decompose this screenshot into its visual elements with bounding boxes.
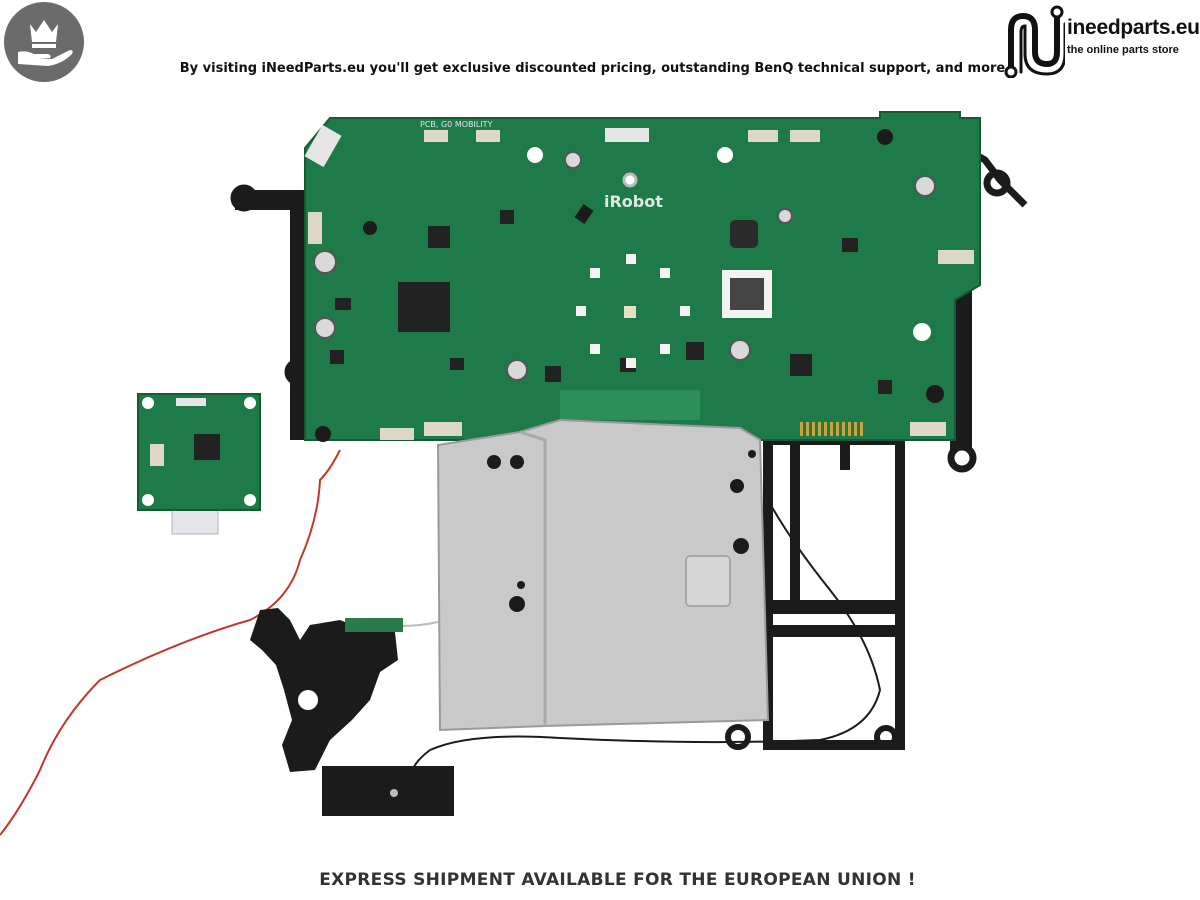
crown-badge	[4, 2, 84, 82]
shipping-banner: EXPRESS SHIPMENT AVAILABLE FOR THE EUROP…	[319, 870, 916, 890]
crown-hand-icon	[18, 20, 73, 66]
product-photo: iRobot PCB, G0 MOBILITY	[0, 111, 1028, 836]
pcb-brand-label: iRobot	[604, 192, 663, 211]
logo-subtitle: the online parts store	[1067, 44, 1179, 56]
antenna-cable	[409, 499, 882, 781]
brand-logo[interactable]: ineedparts.eu the online parts store	[1003, 4, 1200, 78]
circuit-n-icon	[1004, 5, 1065, 78]
promo-tagline: By visiting iNeedParts.eu you'll get exc…	[179, 61, 1006, 76]
logo-name: ineedparts.eu	[1067, 16, 1200, 39]
red-wire	[0, 449, 341, 836]
plastic-bracket	[250, 608, 403, 772]
main-pcb: iRobot PCB, G0 MOBILITY	[304, 111, 981, 442]
antenna-plate	[322, 766, 454, 816]
aluminum-shield	[436, 418, 770, 732]
pcb-silkscreen-label: PCB, G0 MOBILITY	[420, 120, 493, 129]
small-pcb	[137, 393, 261, 535]
